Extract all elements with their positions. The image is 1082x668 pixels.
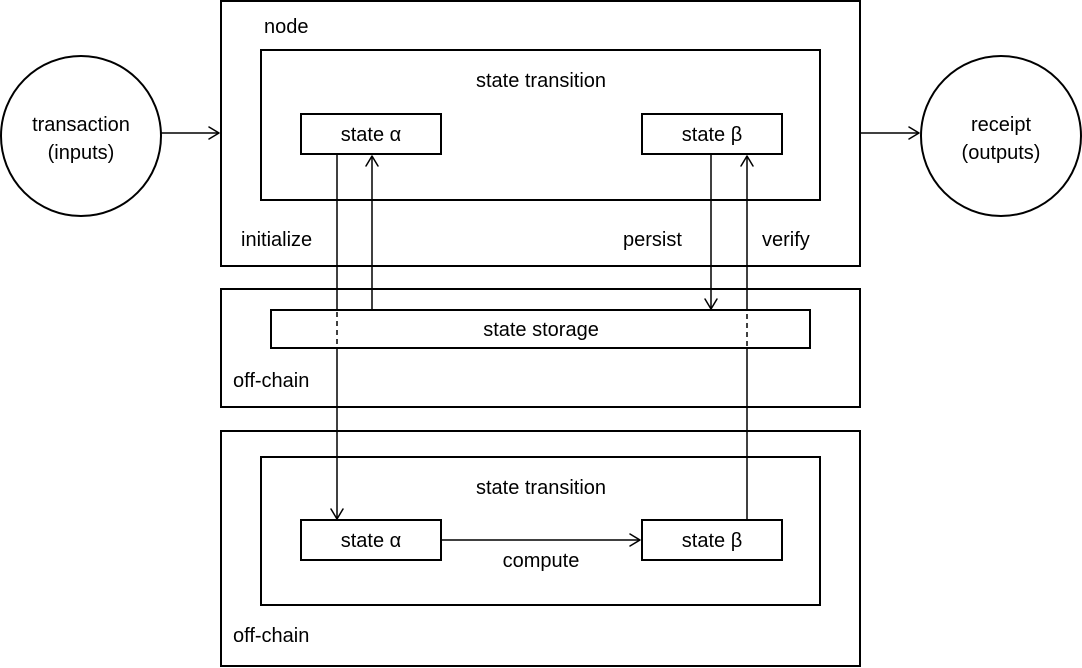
compute-layer-label: off-chain (233, 625, 309, 647)
inputs-label-line1: transaction (32, 114, 130, 136)
state-storage-label: state storage (483, 319, 599, 341)
node-container: node state transition state α state β in… (220, 0, 861, 267)
node-state-beta-label: state β (682, 124, 742, 146)
storage-layer-box (220, 288, 861, 408)
node-state-alpha-box (300, 113, 442, 155)
compute-transition-label: state transition (476, 477, 606, 499)
node-state-alpha-label: state α (341, 124, 401, 146)
node-transition-label: state transition (476, 70, 606, 92)
edge-verify (740, 155, 754, 520)
storage-layer-label: off-chain (233, 370, 309, 392)
edge-node-to-outputs (861, 126, 920, 140)
compute-layer: off-chain state transition state α state… (220, 430, 861, 667)
inputs-circle (0, 55, 162, 217)
state-storage-box (270, 309, 811, 349)
storage-layer: off-chain state storage (220, 288, 861, 408)
outputs-label-line2: (outputs) (962, 142, 1041, 164)
inputs-node: transaction (inputs) (0, 55, 162, 217)
persist-label: persist (623, 229, 682, 251)
outputs-label-line1: receipt (971, 114, 1031, 136)
compute-layer-box (220, 430, 861, 667)
edge-compute (441, 533, 641, 547)
edge-storage-to-node-alpha (365, 155, 379, 310)
compute-transition-box (260, 456, 821, 606)
outputs-circle (920, 55, 1082, 217)
node-label: node (264, 16, 309, 38)
verify-label: verify (762, 229, 810, 251)
edge-inputs-to-node (161, 126, 220, 140)
outputs-node: receipt (outputs) (920, 55, 1082, 217)
edge-persist (704, 154, 718, 310)
initialize-label: initialize (241, 229, 312, 251)
node-state-beta-box (641, 113, 783, 155)
inputs-label-line2: (inputs) (48, 142, 115, 164)
node-transition-box (260, 49, 821, 201)
compute-state-alpha-label: state α (341, 530, 401, 552)
node-box (220, 0, 861, 267)
compute-label: compute (503, 550, 580, 572)
compute-state-beta-box (641, 519, 783, 561)
compute-state-beta-label: state β (682, 530, 742, 552)
edge-initialize (330, 154, 344, 520)
